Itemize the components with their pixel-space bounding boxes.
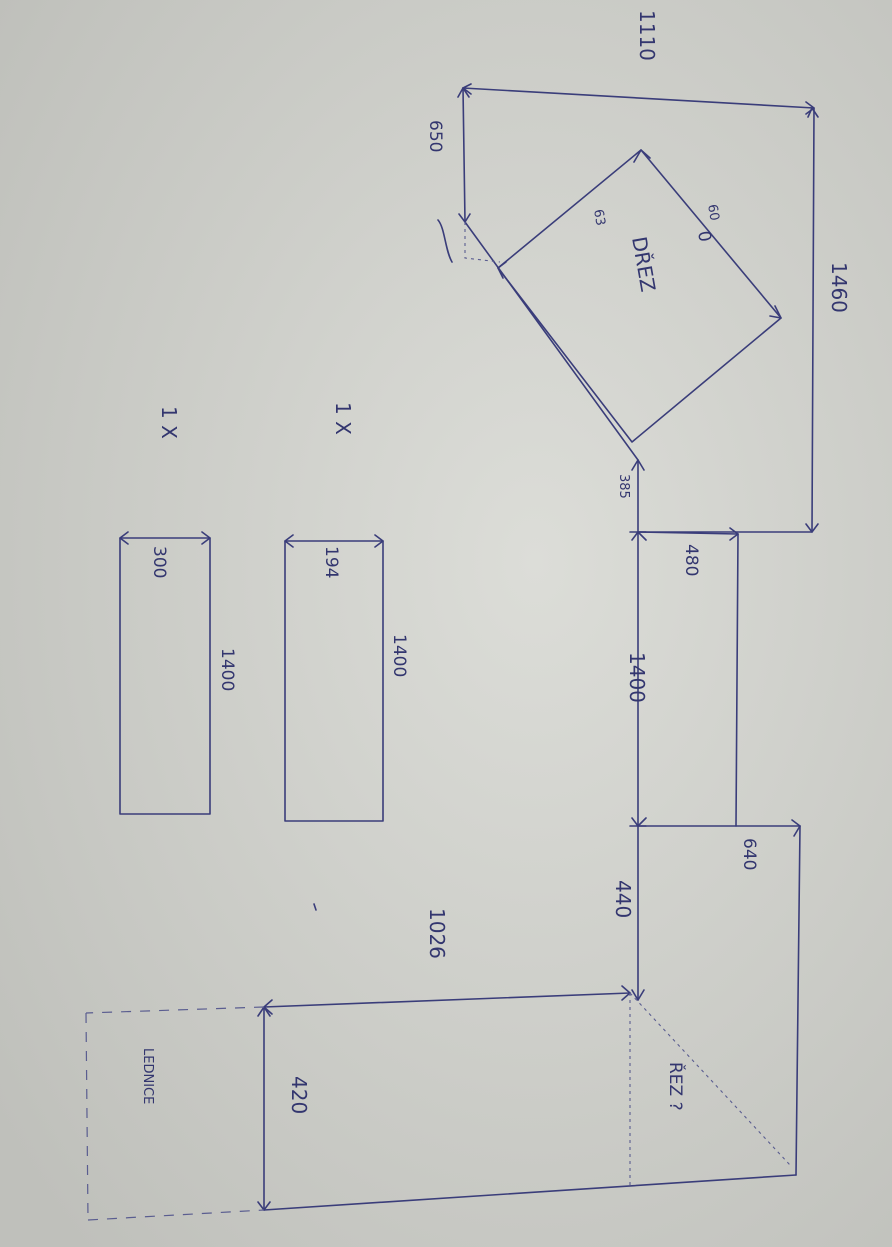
fridge-section <box>85 819 801 1221</box>
arrowhead-640 <box>791 819 801 837</box>
straight-countertop <box>629 527 801 1001</box>
label-1460: 1460 <box>827 262 851 313</box>
segment-top-edge <box>637 531 739 535</box>
label-angle-60: 60 <box>704 203 722 222</box>
sink-arrowheads-60 <box>633 149 782 319</box>
label-angle-63: 63 <box>590 208 608 227</box>
arrowheads-385 <box>631 459 645 471</box>
panel-300 <box>119 531 211 815</box>
sink-rectangle <box>497 149 782 443</box>
fridge-dashed-left <box>85 1012 89 1221</box>
label-385: 385 <box>616 474 631 499</box>
panel-194-outline <box>284 540 384 822</box>
label-440: 440 <box>611 880 635 918</box>
fridge-bottom-edge <box>263 1174 797 1211</box>
arrowhead-440 <box>631 989 645 1001</box>
fridge-top-edge <box>263 992 631 1008</box>
countertop-left-edge <box>462 87 466 223</box>
label-1400-mid: 1400 <box>625 652 649 703</box>
label-panel-300-width: 300 <box>149 546 169 578</box>
label-1110: 1110 <box>635 10 659 61</box>
panel-300-outline <box>119 537 211 815</box>
label-650: 650 <box>425 120 445 152</box>
label-qty-panel-194: 1 X <box>331 402 355 435</box>
sink-cutout <box>497 149 782 443</box>
arrowhead-480 <box>729 527 739 541</box>
countertop-outer-edge <box>462 87 815 533</box>
arrowheads-1400-top <box>629 531 647 541</box>
dotted-helper <box>464 222 501 263</box>
label-cut: ŘEZ ? <box>665 1062 687 1111</box>
label-panel-300-length: 1400 <box>217 648 237 691</box>
arrowheads-1400-bottom <box>629 817 647 827</box>
arrowheads-1460 <box>805 107 819 533</box>
label-640: 640 <box>739 838 759 870</box>
sink-arrowheads-63 <box>497 261 507 279</box>
panel-194-arrowheads <box>284 534 384 548</box>
label-qty-panel-300: 1 X <box>157 406 181 439</box>
panel-300-arrowheads <box>119 531 211 545</box>
label-420: 420 <box>287 1076 311 1114</box>
label-panel-194-length: 1400 <box>389 634 409 677</box>
label-1026: 1026 <box>425 908 449 959</box>
panel-194 <box>284 534 384 822</box>
label-circle-0: 0 <box>693 229 715 243</box>
pointer-650 <box>437 219 453 263</box>
stray-mark <box>313 903 317 911</box>
fridge-back-edge <box>795 825 801 1176</box>
label-480: 480 <box>681 544 701 576</box>
corner-countertop <box>437 83 819 533</box>
label-panel-194-width: 194 <box>321 546 341 578</box>
segment-back-edge <box>735 533 739 827</box>
label-fridge: LEDNICE <box>140 1048 155 1104</box>
